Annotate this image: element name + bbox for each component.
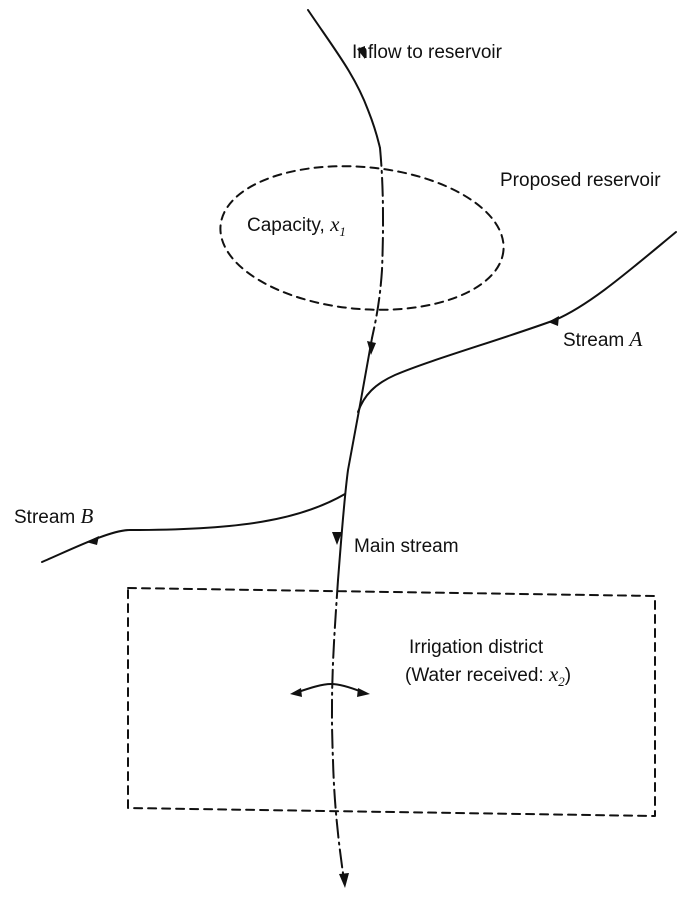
water-received-open-text: (Water received: [405,665,549,686]
stream-b-label: Stream B [14,504,93,530]
stream-b-text: Stream [14,507,81,528]
stream-a-label: Stream A [563,327,642,353]
capacity-subscript: 1 [339,223,346,239]
outlet-arrowhead [339,873,349,888]
main-stream-label: Main stream [354,536,459,557]
irrigation-district-label: Irrigation district [409,637,544,658]
inflow-label: Inflow to reservoir [352,42,502,63]
stream-a-line [357,231,677,413]
inflow-stream [307,9,381,149]
diversion-left-arrowhead [290,688,302,697]
stream-a-text: Stream [563,330,630,351]
stream-b-variable: B [80,504,94,528]
irrigation-district-outline [127,587,656,817]
stream-a-arrowhead [548,316,559,326]
diversion-right-arrowhead [357,688,370,697]
water-variable: x [548,662,559,686]
inflow-arrowhead [357,46,365,59]
diversion-left-arrow [297,683,332,693]
irrigation-channel [330,579,345,881]
water-received-close-text: ) [564,665,572,686]
reservoir-outflow-arrowhead [367,341,376,355]
diversion-right-arrow [330,683,363,693]
stream-a-variable: A [629,327,643,351]
main-stream-arrowhead [332,532,342,545]
stream-b-arrowhead [86,536,99,545]
capacity-variable: x [330,212,340,236]
capacity-label: Capacity, x1 [247,212,346,239]
proposed-reservoir-label: Proposed reservoir [500,170,661,191]
stream-b-line [41,493,346,563]
proposed-reservoir-outline [219,165,505,311]
main-stream-line [337,337,373,581]
reservoir-channel [371,147,385,339]
water-subscript: 2 [558,673,565,689]
water-received-label: (Water received: x2) [405,662,571,689]
capacity-text: Capacity, [247,215,331,236]
